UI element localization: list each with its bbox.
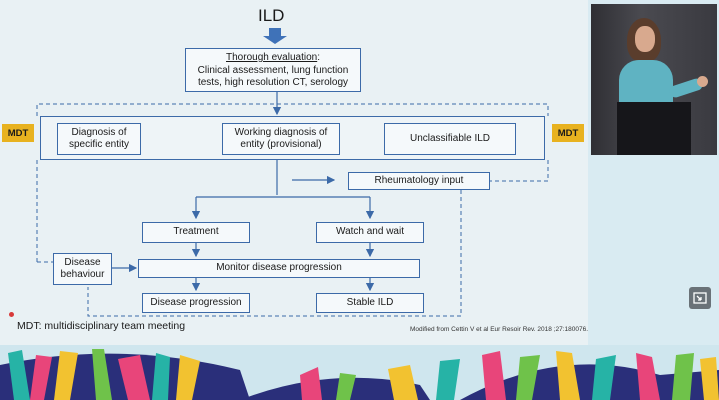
watch-wait-box: Watch and wait: [316, 222, 424, 243]
rheumatology-box: Rheumatology input: [348, 172, 490, 190]
evaluation-line1: Clinical assessment, lung function: [197, 64, 349, 76]
disease-behaviour-box: Disease behaviour: [53, 253, 112, 285]
mdt-label-left: MDT: [2, 124, 34, 142]
ild-down-arrow: [263, 28, 287, 44]
citation: Modified from Cettin V et al Eur Resoir …: [410, 326, 589, 333]
speaker-video: [591, 4, 717, 155]
monitor-box: Monitor disease progression: [138, 259, 420, 278]
ild-title: ILD: [258, 6, 285, 25]
evaluation-title-colon: :: [317, 52, 320, 63]
banner-art: [0, 345, 719, 400]
speaker-hand: [697, 76, 708, 87]
diagnosis-specific-line2: specific entity: [68, 139, 130, 150]
disease-behaviour-line1: Disease: [64, 256, 101, 268]
evaluation-box: Thorough evaluation: Clinical assessment…: [185, 48, 361, 92]
disease-behaviour-line2: behaviour: [60, 269, 105, 280]
evaluation-title-text: Thorough evaluation: [226, 52, 318, 63]
pip-glyph: [693, 292, 707, 304]
stable-ild-box: Stable ILD: [316, 293, 424, 313]
footnote: MDT: multidisciplinary team meeting: [17, 320, 186, 332]
diagnosis-specific-line1: Diagnosis of: [71, 126, 127, 138]
mdt-label-right: MDT: [552, 124, 584, 142]
working-diagnosis-box: Working diagnosis of entity (provisional…: [222, 123, 340, 155]
picture-in-picture-icon[interactable]: [689, 287, 711, 309]
laser-pointer-dot-icon: [9, 312, 14, 317]
diagnosis-specific-box: Diagnosis of specific entity: [57, 123, 141, 155]
treatment-box: Treatment: [142, 222, 250, 243]
slide: ILD Thorough evaluation: Clinical assess…: [0, 0, 588, 345]
disease-progression-box: Disease progression: [142, 293, 250, 313]
diagram-connectors: [36, 28, 549, 317]
decorative-banner: [0, 345, 719, 400]
speaker-face: [635, 26, 655, 52]
evaluation-line2: tests, high resolution CT, serology: [197, 77, 349, 88]
working-diagnosis-line1: Working diagnosis of: [234, 126, 328, 138]
podium: [617, 102, 691, 155]
evaluation-title: Thorough evaluation:: [186, 52, 360, 65]
unclassifiable-box: Unclassifiable ILD: [384, 123, 516, 155]
working-diagnosis-line2: entity (provisional): [240, 139, 322, 150]
